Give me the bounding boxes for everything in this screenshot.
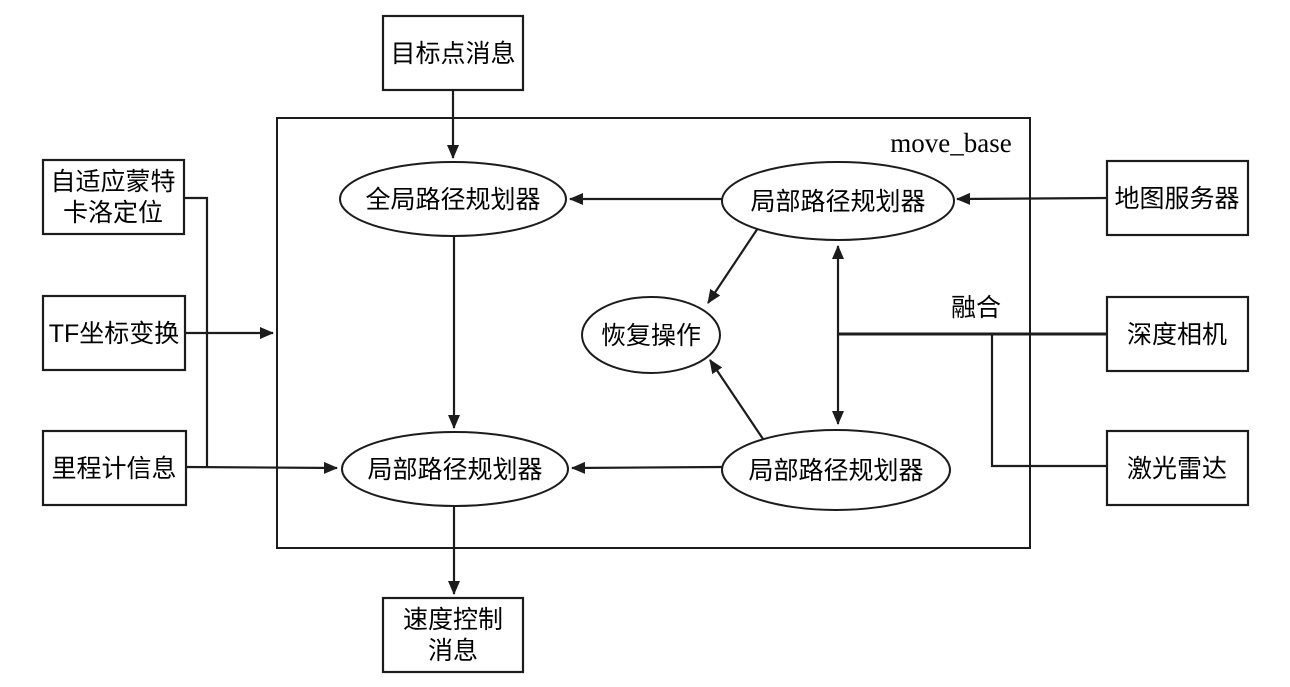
node-odometry: 里程计信息: [41, 429, 188, 507]
local-planner-bottom-left-label: 局部路径规划器: [367, 456, 542, 484]
node-velocity-message: 速度控制 消息: [381, 596, 525, 674]
node-tf-transform: TF坐标变换: [41, 294, 187, 372]
lidar-box: [1105, 429, 1250, 507]
edge-map-server-to-local-top: [956, 192, 1108, 205]
edge-odometry-to-local-bottom-left: [185, 461, 338, 474]
odometry-box: [41, 429, 188, 507]
tf-transform-label: TF坐标变换: [49, 320, 180, 348]
local-planner-top-ellipse: [721, 161, 955, 241]
node-map-server: 地图服务器: [1105, 159, 1250, 237]
lidar-label: 激光雷达: [1127, 455, 1227, 483]
fusion-label: 融合: [951, 294, 1001, 322]
local-planner-bottom-left-ellipse: [341, 431, 569, 507]
global-planner-label: 全局路径规划器: [365, 186, 540, 214]
velocity-message-label-line1: 速度控制: [403, 606, 503, 634]
node-recovery-behavior: 恢复操作: [581, 296, 721, 374]
node-lidar: 激光雷达: [1105, 429, 1250, 507]
node-amcl: 自适应蒙特 卡洛定位: [41, 158, 186, 236]
edge-amcl-elbow: [184, 196, 209, 467]
velocity-message-label-line2: 消息: [428, 637, 478, 665]
edge-local-bottom-right-to-recovery: [709, 359, 764, 440]
local-planner-top-label: 局部路径规划器: [750, 188, 925, 216]
amcl-box: [41, 158, 186, 236]
edge-lidar-fusion-elbow: [990, 334, 1107, 468]
tf-transform-box: [41, 294, 187, 372]
node-depth-camera: 深度相机: [1105, 295, 1250, 373]
velocity-message-box: [381, 596, 525, 674]
odometry-label: 里程计信息: [51, 455, 176, 483]
amcl-label-line1: 自适应蒙特: [50, 168, 175, 196]
edge-local-top-to-recovery: [707, 227, 759, 304]
node-goal-message: 目标点消息: [381, 14, 525, 92]
recovery-behavior-ellipse: [581, 296, 721, 374]
node-global-planner: 全局路径规划器: [339, 161, 567, 237]
local-planner-bottom-right-label: 局部路径规划器: [748, 457, 923, 485]
goal-message-label: 目标点消息: [390, 40, 515, 68]
map-server-label: 地图服务器: [1114, 185, 1239, 213]
edges: [184, 90, 1108, 595]
node-local-planner-bottom-right: 局部路径规划器: [721, 429, 951, 511]
local-planner-bottom-right-ellipse: [721, 429, 951, 511]
map-server-box: [1105, 159, 1250, 237]
recovery-behavior-label: 恢复操作: [601, 322, 701, 350]
move-base-title: move_base: [890, 128, 1011, 158]
depth-camera-label: 深度相机: [1127, 321, 1227, 349]
node-local-planner-top: 局部路径规划器: [721, 161, 955, 241]
edge-local-bottom-right-to-bottom-left: [571, 461, 723, 474]
goal-message-box: [381, 14, 525, 92]
node-local-planner-bottom-left: 局部路径规划器: [341, 431, 569, 507]
global-planner-ellipse: [339, 161, 567, 237]
depth-camera-box: [1105, 295, 1250, 373]
amcl-label-line2: 卡洛定位: [63, 199, 163, 227]
